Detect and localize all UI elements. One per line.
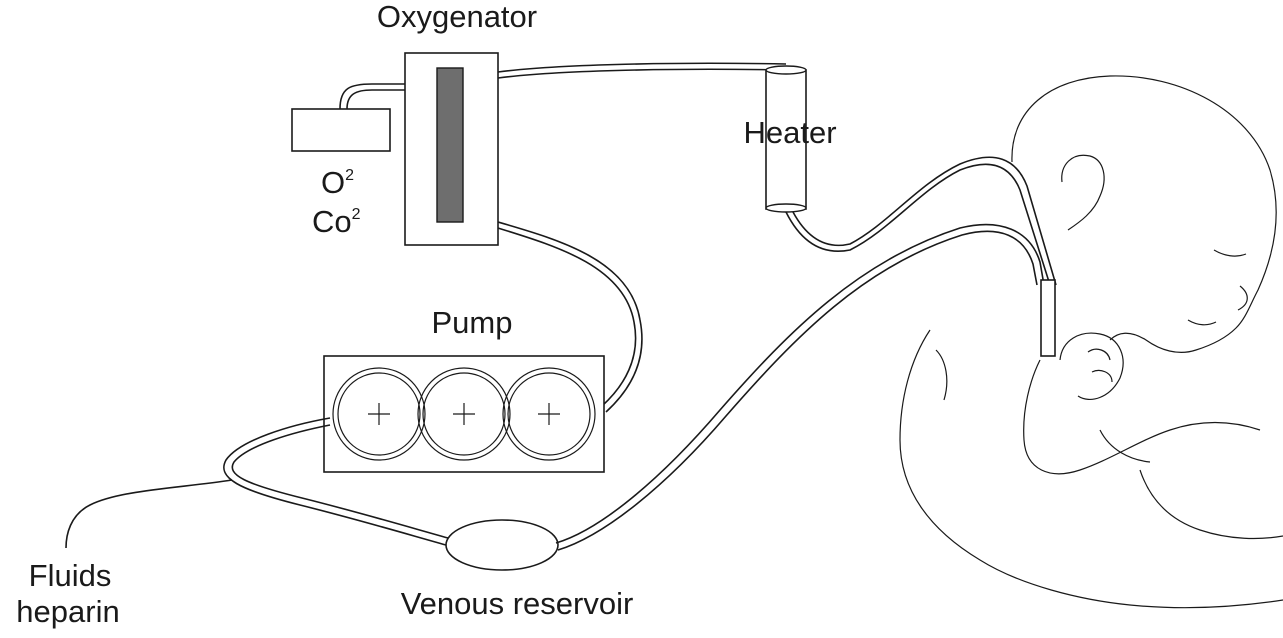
infant-hand (1059, 332, 1124, 400)
gas-supply (291, 83, 406, 152)
venous-reservoir (445, 519, 559, 571)
pump-roller-2 (417, 367, 511, 461)
label-oxygenator: Oxygenator (377, 0, 537, 34)
label-heparin: heparin (16, 594, 119, 629)
tube-pump-to-reservoir-a (223, 417, 447, 546)
infant-nose (1237, 285, 1248, 311)
heater-body (765, 69, 807, 210)
tube-pump-to-reservoir-b (231, 424, 449, 539)
infant-arm (1023, 359, 1261, 475)
oxygenator (404, 52, 499, 246)
infant-illustration (899, 75, 1283, 609)
infant-finger-a (1087, 348, 1111, 361)
infant-body (899, 329, 1283, 609)
label-co2: Co2 (312, 204, 361, 239)
tube-oxygenator-to-heater-b (497, 68, 787, 79)
infant-shoulder-crease (935, 349, 948, 401)
neck-cannula (1040, 279, 1056, 357)
tube-reservoir-to-cannula-b (557, 230, 1038, 551)
infant-mouth (1187, 319, 1217, 326)
label-venous-reservoir: Venous reservoir (401, 586, 634, 621)
pump-roller-3 (502, 367, 596, 461)
infant-lower-arm (1139, 469, 1283, 540)
tube-oxygenator-to-heater-a (497, 62, 787, 73)
heater-top (765, 65, 807, 75)
label-fluids: Fluids (29, 558, 112, 593)
infant-ear (1061, 154, 1105, 231)
tube-heater-to-cannula-b (792, 156, 1057, 286)
label-heater: Heater (743, 115, 836, 150)
infant-eye (1213, 249, 1247, 257)
label-o2: O2 (321, 165, 354, 200)
gas-supply-box (291, 108, 391, 152)
tube-heater-to-cannula-a (785, 163, 1051, 286)
pump-roller-1 (332, 367, 426, 461)
pump (323, 355, 605, 473)
gas-line-inner (346, 89, 406, 110)
oxygenator-membrane (436, 67, 464, 223)
infant-head-outline (1011, 75, 1277, 353)
heater-bottom (765, 203, 807, 213)
infant-finger-b (1091, 369, 1113, 383)
tube-oxygenator-to-pump-a (497, 221, 643, 413)
tube-reservoir-to-cannula-a (555, 223, 1045, 544)
gas-line-outer (339, 83, 406, 110)
tube-fluids-heparin (65, 479, 233, 549)
heater (765, 65, 807, 213)
label-pump: Pump (432, 305, 513, 340)
infant-chest-crease (1099, 429, 1151, 463)
tube-oxygenator-to-pump-b (497, 227, 637, 407)
